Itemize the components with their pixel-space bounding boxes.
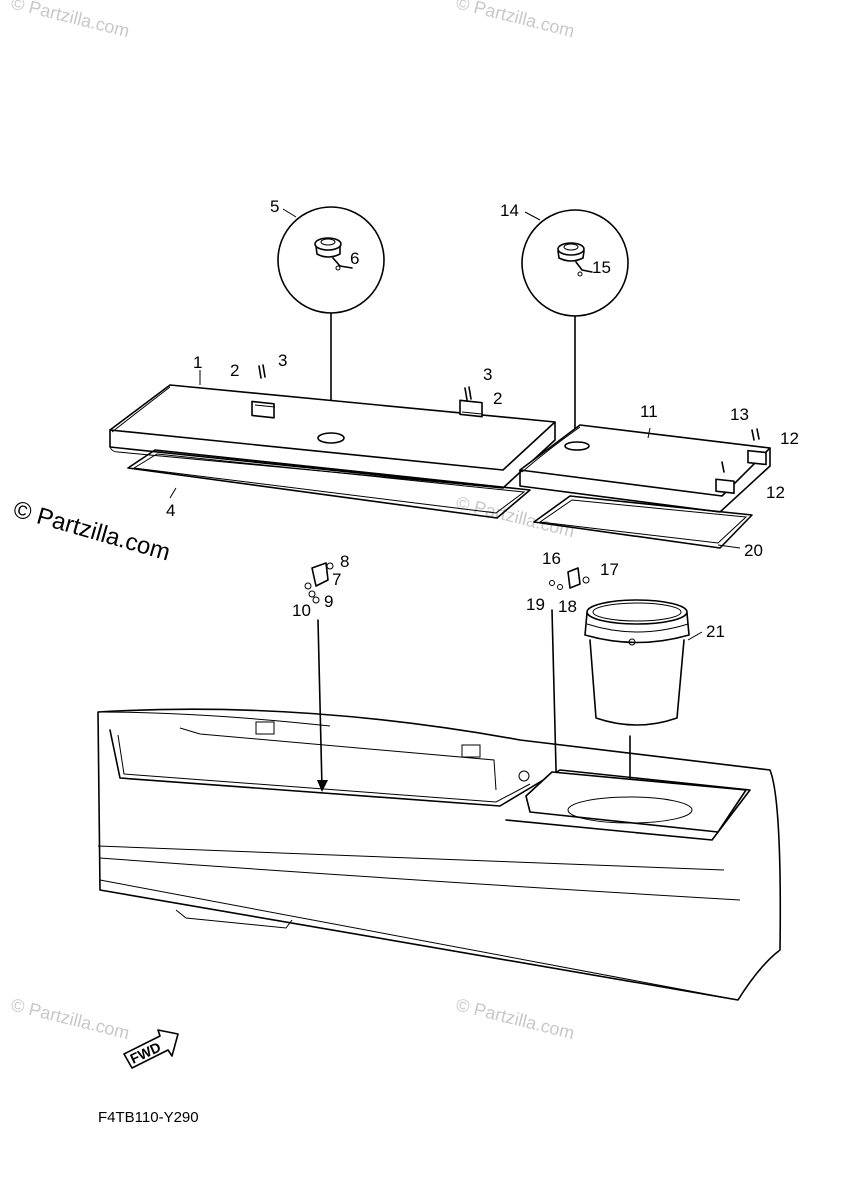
- callout-2: 2: [493, 389, 502, 408]
- callout-numbers: 1 2 3 3 2 4 5 6 7 8 9 10 11 12 12 13 14 …: [166, 197, 799, 641]
- callout-13: 13: [730, 405, 749, 424]
- callout-19: 19: [526, 595, 545, 614]
- callout-17: 17: [600, 560, 619, 579]
- watermark-middle-right: © Partzilla.com: [454, 492, 577, 541]
- callout-16: 16: [542, 549, 561, 568]
- watermark-bottom-left: © Partzilla.com: [9, 994, 132, 1043]
- fwd-label: FWD: [128, 1039, 164, 1067]
- callout-12: 12: [780, 429, 799, 448]
- lid-gasket-left: [127, 449, 531, 519]
- callout-8: 8: [340, 552, 349, 571]
- console-hull: [97, 708, 782, 1001]
- watermark-top-left: © Partzilla.com: [9, 0, 132, 41]
- callout-21: 21: [706, 622, 725, 641]
- callout-20: 20: [744, 541, 763, 560]
- latch-parts-left: [304, 562, 334, 792]
- callout-3: 3: [483, 365, 492, 384]
- storage-lid-right: [519, 424, 771, 513]
- callout-11: 11: [640, 402, 658, 421]
- callout-2: 2: [230, 361, 239, 380]
- watermark-top-right: © Partzilla.com: [454, 0, 577, 41]
- diagram-code: F4TB110-Y290: [98, 1109, 199, 1126]
- callout-14: 14: [500, 201, 519, 220]
- storage-lid-left: [109, 364, 556, 489]
- watermarks: © Partzilla.com © Partzilla.com © Partzi…: [9, 0, 577, 1043]
- watermark-large: © Partzilla.com: [10, 496, 173, 567]
- detail-circle-right: [521, 209, 629, 448]
- callout-7: 7: [332, 570, 341, 589]
- callout-12: 12: [766, 483, 785, 502]
- callout-1: 1: [193, 353, 202, 372]
- callout-18: 18: [558, 597, 577, 616]
- callout-5: 5: [270, 197, 279, 216]
- watermark-bottom-right: © Partzilla.com: [454, 994, 577, 1043]
- callout-6: 6: [350, 249, 359, 268]
- callout-15: 15: [592, 258, 611, 277]
- callout-10: 10: [292, 601, 311, 620]
- callout-3: 3: [278, 351, 287, 370]
- callout-4: 4: [166, 501, 175, 520]
- lid-gasket-right: [533, 495, 753, 549]
- fwd-direction-arrow: FWD: [123, 1029, 179, 1069]
- callout-9: 9: [324, 592, 333, 611]
